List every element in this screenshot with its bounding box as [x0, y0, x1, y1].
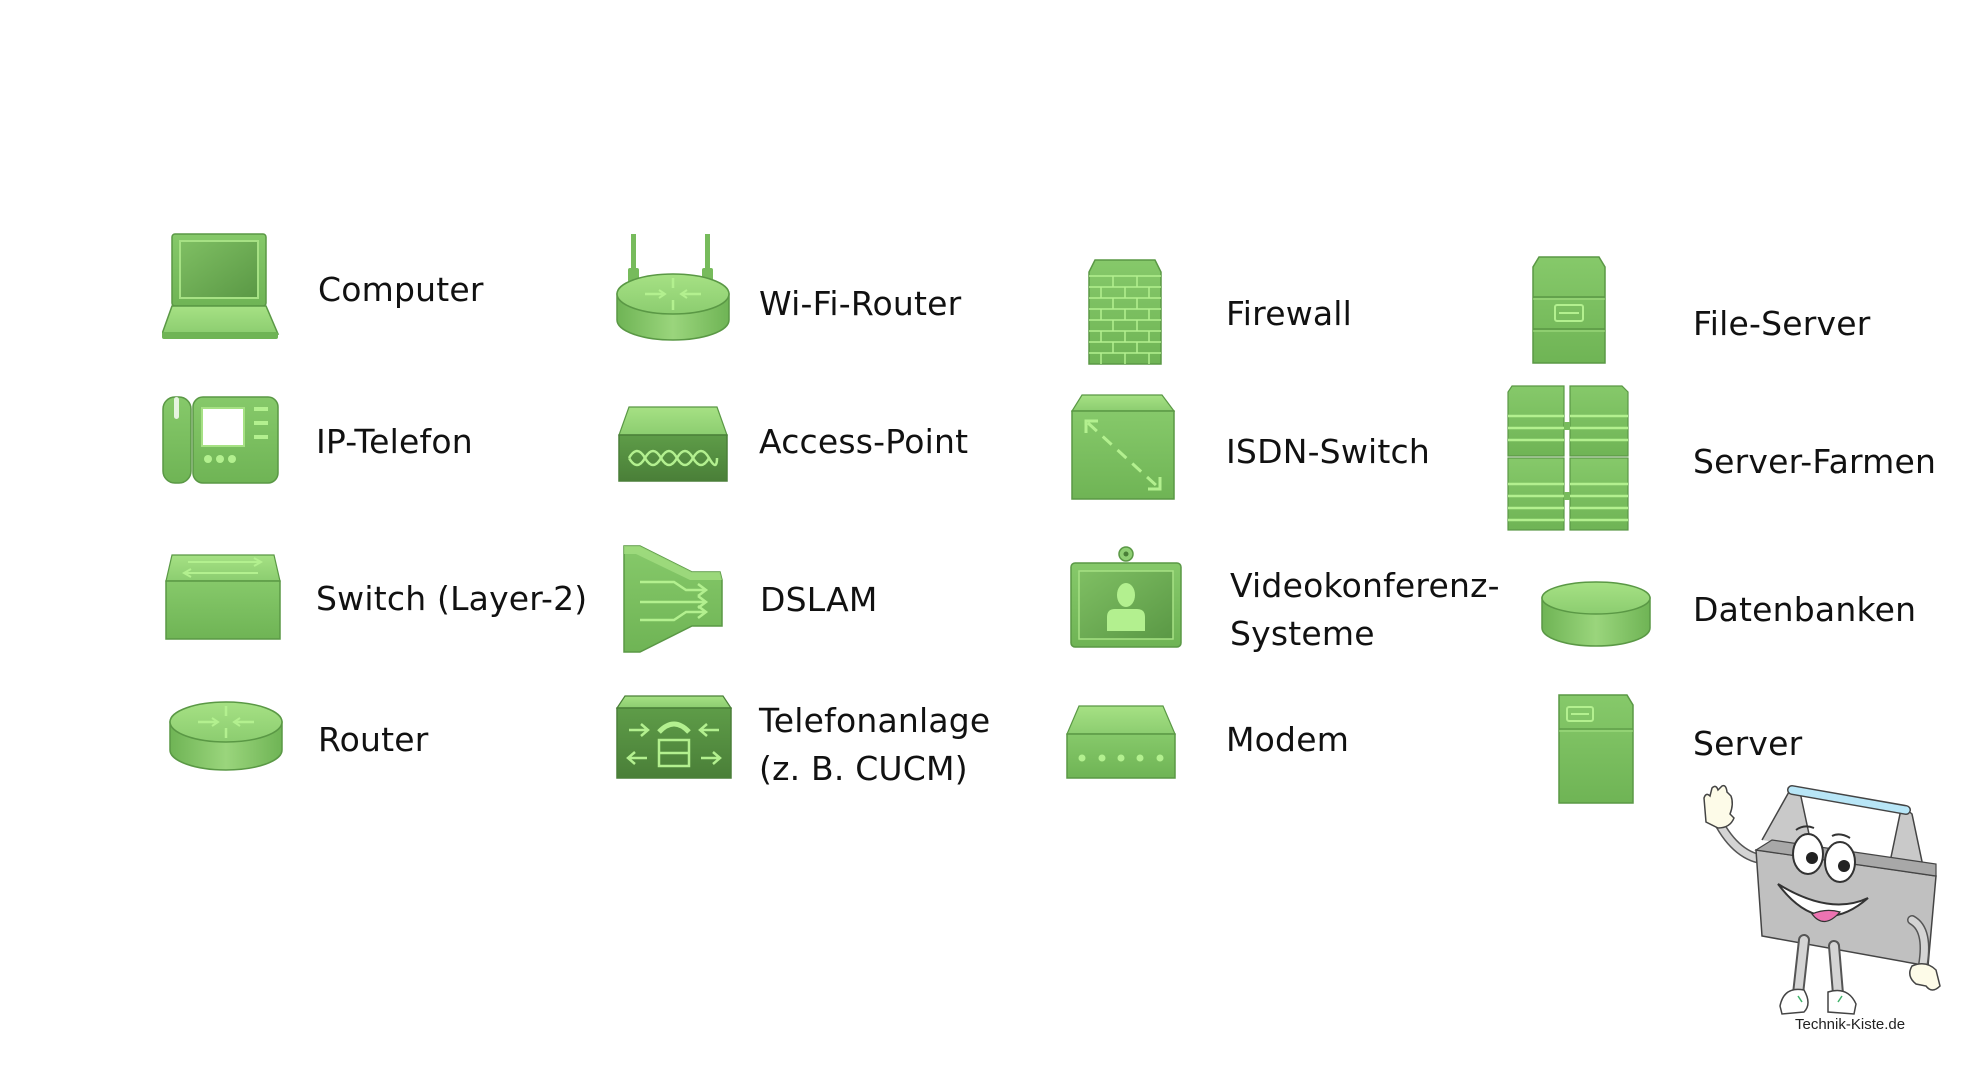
- legend-label: ISDN-Switch: [1226, 432, 1430, 471]
- pbx-icon: [615, 695, 733, 779]
- file-server-icon: [1532, 256, 1606, 364]
- legend-label: DSLAM: [760, 580, 878, 619]
- modem-icon: [1066, 705, 1176, 779]
- legend-label: Telefonanlage: [759, 701, 991, 740]
- access-point-icon: [618, 406, 728, 482]
- server-farm-icon: [1507, 385, 1629, 531]
- switch-icon: [165, 554, 281, 640]
- database-icon: [1541, 581, 1651, 647]
- laptop-icon: [162, 233, 280, 339]
- legend-label: Server: [1693, 724, 1803, 763]
- legend-label: Router: [318, 720, 429, 759]
- legend-label-line2: (z. B. CUCM): [759, 749, 968, 788]
- legend-label: Switch (Layer-2): [316, 579, 588, 618]
- server-icon: [1558, 694, 1634, 804]
- toolbox-mascot-icon: [1703, 784, 1941, 1015]
- legend-label: IP-Telefon: [316, 422, 473, 461]
- legend-label: Computer: [318, 270, 484, 309]
- legend-label: File-Server: [1693, 304, 1871, 343]
- isdn-switch-icon: [1070, 394, 1176, 500]
- video-conference-icon: [1070, 546, 1182, 648]
- firewall-icon: [1088, 259, 1162, 365]
- legend-label: Firewall: [1226, 294, 1353, 333]
- legend-label: Videokonferenz-: [1230, 566, 1500, 605]
- legend-label: Datenbanken: [1693, 590, 1917, 629]
- legend-label-line2: Systeme: [1230, 614, 1375, 653]
- ip-phone-icon: [162, 396, 279, 484]
- legend-label: Server-Farmen: [1693, 442, 1937, 481]
- legend-label: Access-Point: [759, 422, 969, 461]
- wifi-router-icon: [616, 234, 730, 341]
- legend-label: Modem: [1226, 720, 1350, 759]
- dslam-icon: [623, 545, 723, 653]
- router-icon: [169, 701, 283, 771]
- legend-label: Wi-Fi-Router: [759, 284, 962, 323]
- mascot-caption: Technik-Kiste.de: [1795, 1016, 1906, 1033]
